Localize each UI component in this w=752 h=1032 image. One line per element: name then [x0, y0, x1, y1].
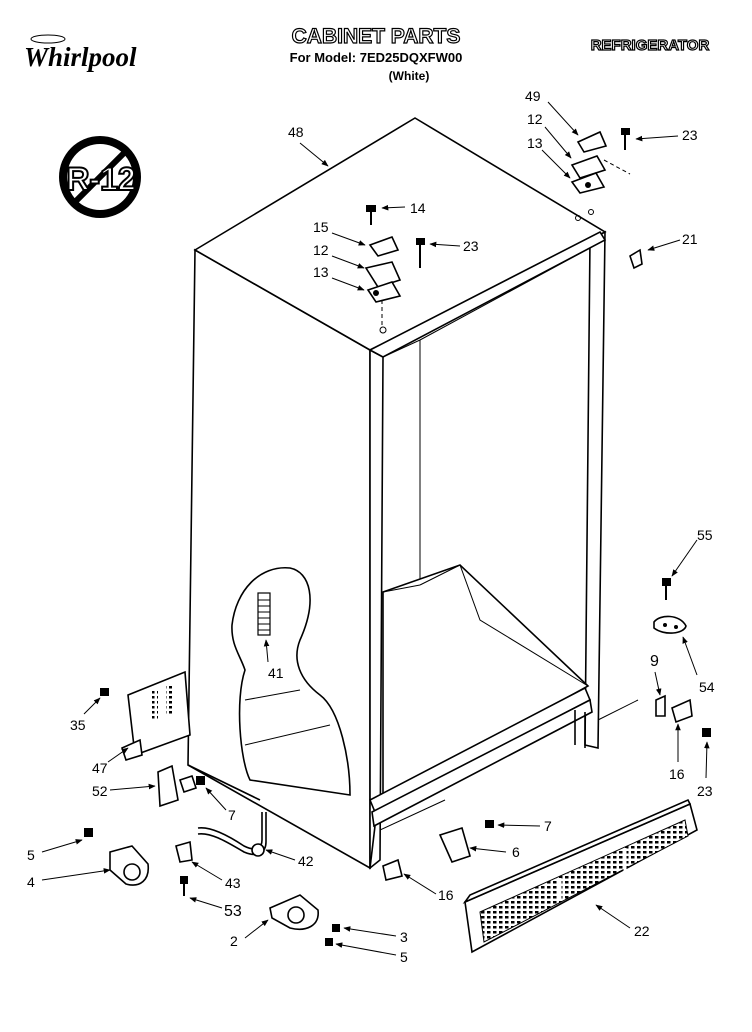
page-title: CABINET PARTS: [292, 25, 461, 48]
leader-lines: [41, 101, 710, 956]
category-label: REFRIGERATOR: [591, 37, 710, 54]
callout-22: 22: [634, 923, 650, 939]
callout-41: 41: [268, 665, 284, 681]
callout-6: 6: [512, 844, 520, 860]
callout-3: 3: [400, 929, 408, 945]
callout-52: 52: [92, 783, 108, 799]
callout-16: 16: [669, 766, 685, 782]
door-stop: [382, 820, 494, 881]
callout-55: 55: [697, 527, 713, 543]
model-line: For Model: 7ED25DQXFW00: [290, 50, 463, 65]
cabinet-body: [187, 117, 639, 870]
compressor-bracket-left: [100, 670, 205, 808]
callout-4: 4: [27, 874, 35, 890]
drain-tube: [257, 592, 271, 636]
callout-12: 12: [313, 242, 329, 258]
callout-7: 7: [544, 818, 552, 834]
callout-53: 53: [224, 903, 242, 920]
callout-15: 15: [313, 219, 329, 235]
callout-16: 16: [438, 887, 454, 903]
whirlpool-logo: Whirlpool: [24, 34, 137, 72]
color-line: (White): [389, 69, 430, 83]
callout-14: 14: [410, 200, 426, 216]
callout-labels: 48 49 12 13 23 15 14 12 23 13 21 55 41 9…: [27, 88, 715, 965]
clip-part-21: [629, 248, 643, 270]
callout-43: 43: [225, 875, 241, 891]
brand-wordmark: Whirlpool: [24, 42, 137, 72]
callout-12: 12: [527, 111, 543, 127]
callout-5: 5: [27, 847, 35, 863]
callout-23: 23: [697, 783, 713, 799]
center-top-hinge: [364, 205, 425, 334]
leveling-bracket-right: [653, 578, 711, 737]
callout-13: 13: [313, 264, 329, 280]
callout-42: 42: [298, 853, 314, 869]
roller-front: [269, 894, 340, 946]
callout-23: 23: [682, 127, 698, 143]
callout-2: 2: [230, 933, 238, 949]
badge-text: R-12: [66, 161, 135, 197]
callout-13: 13: [527, 135, 543, 151]
toe-grille: [462, 798, 698, 954]
callout-9: 9: [650, 653, 659, 670]
callout-23: 23: [463, 238, 479, 254]
callout-35: 35: [70, 717, 86, 733]
callout-49: 49: [525, 88, 541, 104]
callout-5: 5: [400, 949, 408, 965]
r12-badge: R-12: [59, 136, 141, 218]
callout-7: 7: [228, 807, 236, 823]
callout-48: 48: [288, 124, 304, 140]
right-top-hinge: [570, 128, 631, 221]
roller-left: [84, 828, 150, 886]
water-line: [175, 812, 267, 896]
callout-47: 47: [92, 760, 108, 776]
callout-54: 54: [699, 679, 715, 695]
callout-21: 21: [682, 231, 698, 247]
